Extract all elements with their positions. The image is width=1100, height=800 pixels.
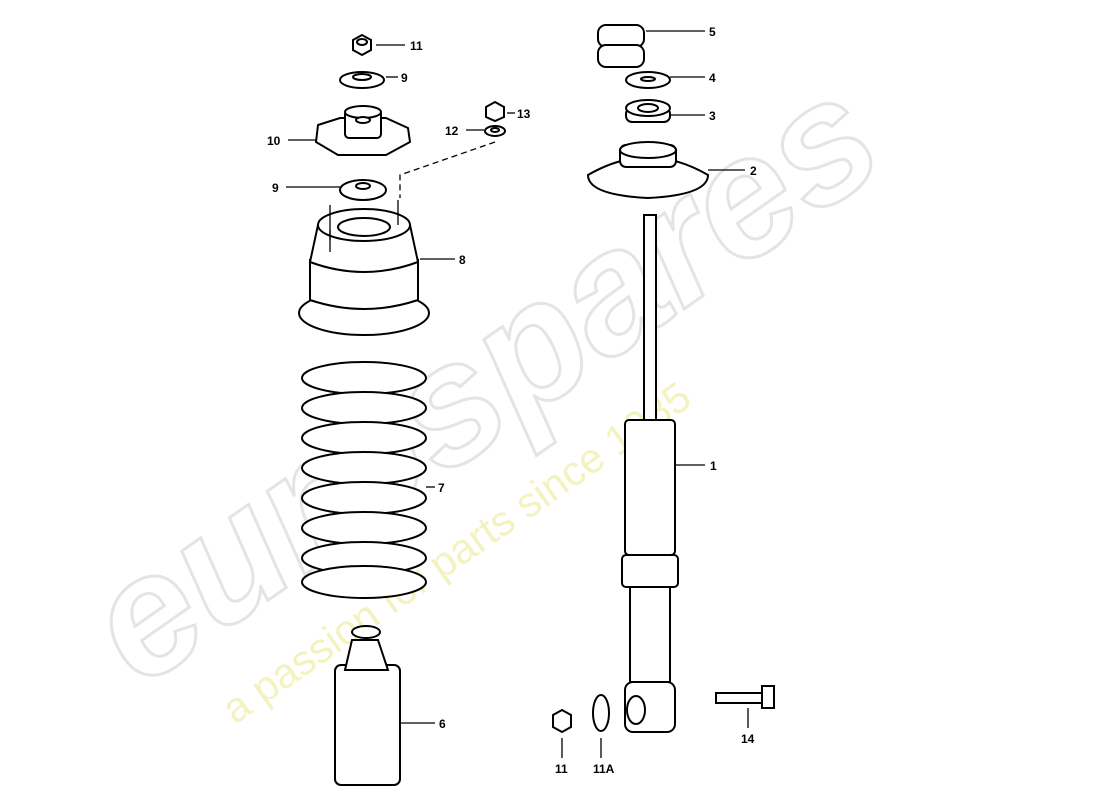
label-3: 3	[709, 109, 716, 123]
label-1: 1	[710, 459, 717, 473]
label-4: 4	[709, 71, 716, 85]
label-11A: 11A	[593, 762, 615, 776]
washer-11A	[592, 694, 610, 732]
nut-11-bottom	[552, 708, 572, 734]
nut-11-top	[352, 33, 372, 57]
coil-spring-7	[301, 361, 427, 599]
spring-seat-8	[298, 200, 430, 336]
washer-12	[484, 125, 506, 137]
washer-4	[625, 71, 671, 89]
label-11-top: 11	[410, 39, 423, 53]
label-13: 13	[517, 107, 531, 121]
leader-lines	[286, 30, 749, 758]
nut-13	[485, 100, 505, 123]
watermark: eurospares a passion for parts since 198…	[51, 37, 914, 732]
shock-absorber-1	[621, 214, 679, 733]
label-2: 2	[750, 164, 757, 178]
mount-plate-10	[314, 105, 412, 156]
label-6: 6	[439, 717, 446, 731]
bump-rubber-5	[597, 24, 645, 68]
label-9-top: 9	[401, 71, 408, 85]
label-12: 12	[445, 124, 459, 138]
watermark-brand: eurospares	[52, 39, 912, 720]
label-8: 8	[459, 253, 466, 267]
label-11-bottom: 11	[555, 762, 568, 776]
washer-9-top	[339, 71, 385, 89]
label-5: 5	[709, 25, 716, 39]
label-14: 14	[741, 732, 755, 746]
washer-9-middle	[339, 179, 387, 201]
bolt-14	[715, 685, 775, 709]
label-7: 7	[438, 481, 445, 495]
bearing-3	[625, 99, 671, 123]
bump-stop-6	[334, 625, 401, 786]
label-9-middle: 9	[272, 181, 279, 195]
top-mount-2	[586, 141, 710, 200]
label-10: 10	[267, 134, 281, 148]
